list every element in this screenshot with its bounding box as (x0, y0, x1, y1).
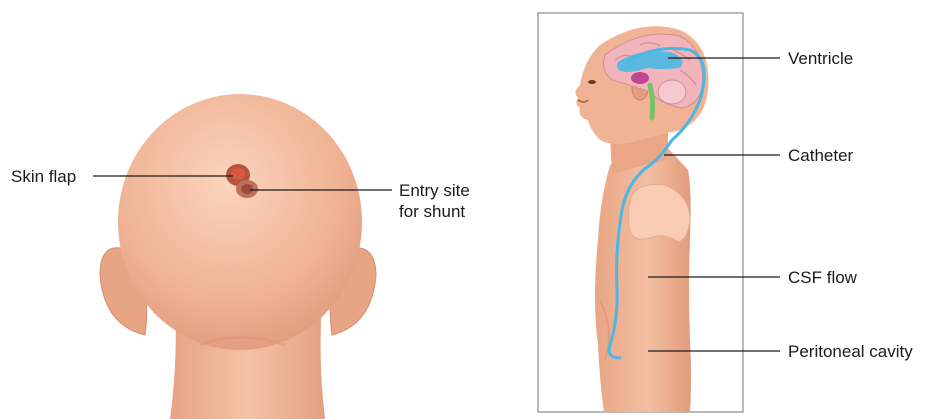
label-catheter: Catheter (788, 145, 853, 166)
back-of-head-illustration (93, 94, 392, 419)
label-ventricle: Ventricle (788, 48, 853, 69)
torso (595, 140, 691, 412)
label-skin-flap: Skin flap (11, 166, 76, 187)
label-entry-site: Entry site for shunt (399, 180, 470, 222)
label-csf-flow: CSF flow (788, 267, 857, 288)
side-profile-illustration (538, 13, 780, 412)
label-peritoneal-cavity: Peritoneal cavity (788, 341, 913, 362)
label-entry-site-line2: for shunt (399, 201, 470, 222)
head (118, 94, 362, 350)
label-entry-site-line1: Entry site (399, 180, 470, 201)
